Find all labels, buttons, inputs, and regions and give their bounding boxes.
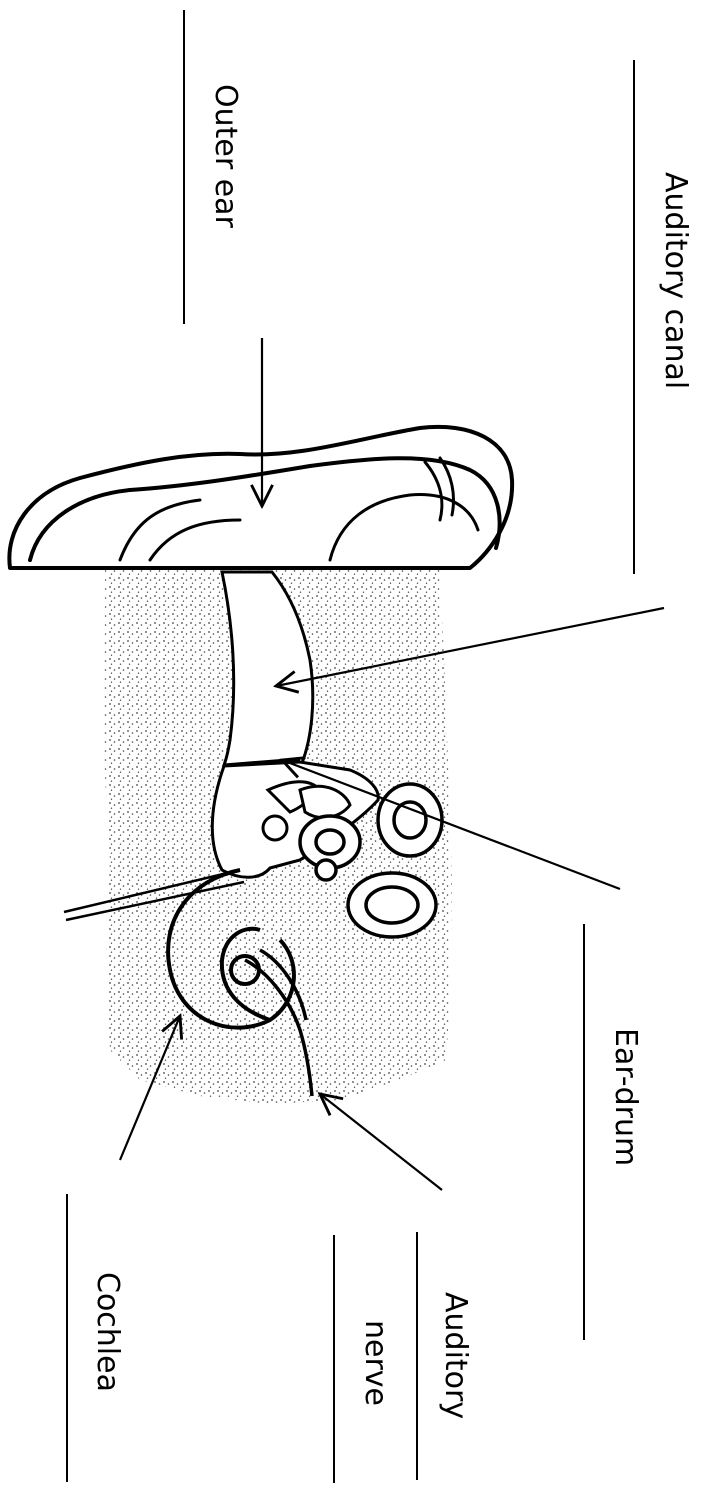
label-auditory-nerve-line2: nerve — [360, 1320, 390, 1406]
label-line-cochlea — [66, 1194, 68, 1482]
label-ear-drum: Ear-drum — [610, 1028, 640, 1166]
label-auditory-canal: Auditory canal — [660, 172, 690, 389]
label-line-auditory-nerve-2 — [333, 1235, 335, 1483]
label-outer-ear: Outer ear — [210, 84, 240, 228]
label-line-ear-drum — [583, 924, 585, 1340]
label-line-auditory-canal — [633, 60, 635, 574]
label-auditory-nerve-line1: Auditory — [440, 1292, 470, 1419]
arrow-auditory-nerve — [320, 1094, 442, 1190]
label-line-auditory-nerve-1 — [416, 1232, 418, 1480]
label-cochlea: Cochlea — [92, 1272, 122, 1392]
pinna — [9, 427, 512, 568]
label-line-outer-ear — [183, 10, 185, 324]
